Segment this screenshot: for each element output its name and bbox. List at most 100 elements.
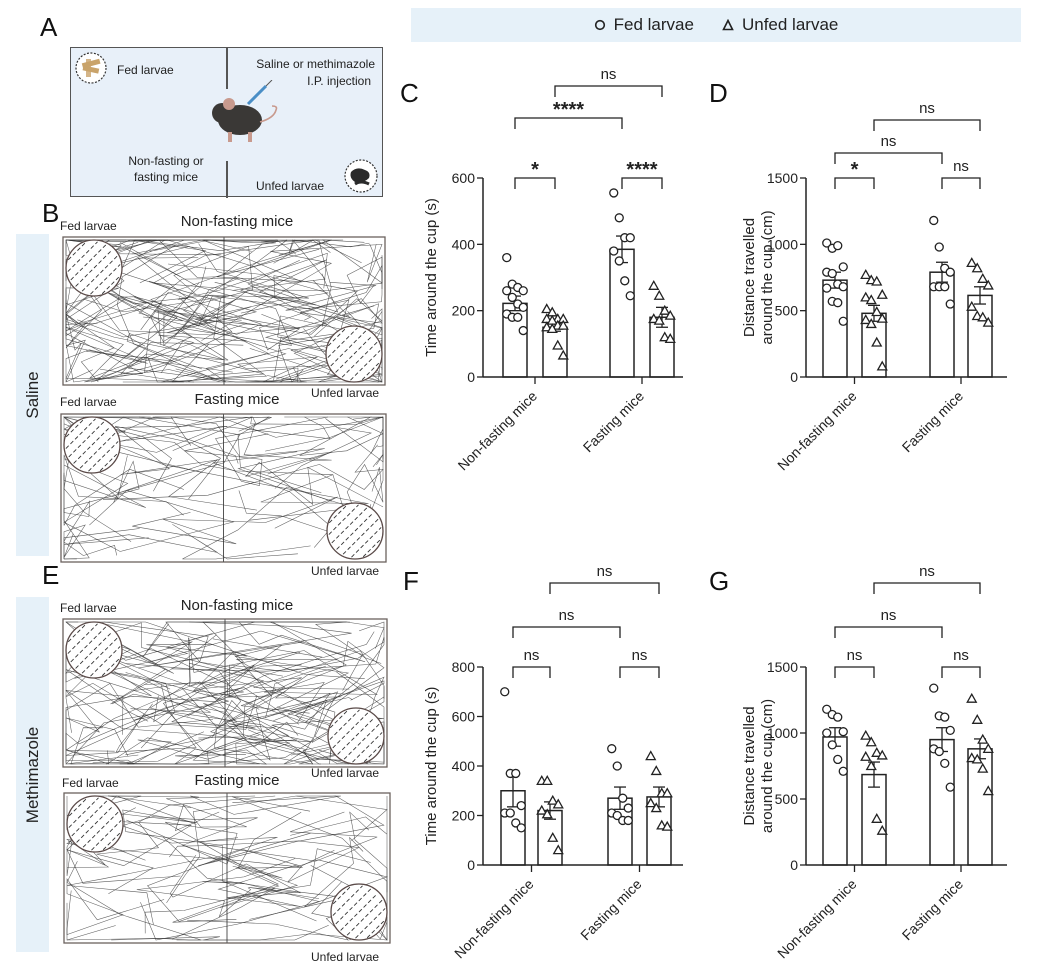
- data-point-unfed: [661, 820, 673, 831]
- arena-unfed-label: Unfed larvae: [311, 950, 380, 964]
- data-point-fed: [929, 683, 939, 693]
- data-point-unfed: [557, 349, 569, 360]
- schema-injection-label-2: I.P. injection: [307, 74, 371, 88]
- cup-hatch: [67, 623, 98, 654]
- data-point-unfed: [645, 797, 657, 808]
- arena-title: Fasting mice: [194, 772, 280, 789]
- data-point-fed: [507, 292, 517, 303]
- track-path: [84, 282, 200, 383]
- significance-label: ns: [601, 66, 617, 83]
- data-point-unfed: [536, 804, 548, 815]
- data-point-unfed: [966, 692, 978, 703]
- cup-hatch: [335, 888, 372, 925]
- cup-hatch: [91, 820, 122, 851]
- data-point-fed: [500, 687, 510, 697]
- track-path: [89, 239, 278, 252]
- track-path: [126, 659, 338, 728]
- track-path: [144, 812, 302, 934]
- data-point-unfed: [659, 304, 671, 315]
- track-path: [138, 273, 339, 335]
- data-point-fed: [833, 754, 843, 765]
- significance-bracket: [941, 177, 981, 189]
- track-path: [142, 621, 385, 658]
- track-path: [192, 697, 353, 765]
- schema-fed-label: Fed larvae: [117, 63, 174, 77]
- data-point-unfed: [977, 273, 989, 283]
- track-path: [188, 637, 378, 724]
- cup-hatch: [68, 797, 99, 828]
- track-path: [138, 621, 352, 669]
- arena-unfed-label: Unfed larvae: [311, 386, 380, 400]
- significance-bracket: [512, 626, 621, 638]
- significance-label: ****: [626, 159, 657, 181]
- data-point-fed: [838, 282, 848, 292]
- data-point-unfed: [982, 279, 994, 290]
- x-tick-label: Non-fasting mice: [455, 388, 541, 474]
- cup-hatch: [90, 646, 121, 677]
- schema-injection-label-1: Saline or methimazole: [256, 57, 375, 71]
- data-point-fed: [516, 800, 526, 811]
- track-path: [80, 629, 217, 705]
- track-path: [65, 690, 129, 757]
- track-path: [253, 650, 385, 743]
- cup-hatch: [352, 732, 383, 763]
- track-path: [65, 682, 258, 733]
- cup-hatch: [362, 538, 382, 558]
- y-axis-label: around the cup (cm): [759, 210, 776, 344]
- significance-bracket: [621, 177, 663, 189]
- significance-bracket: [514, 177, 556, 189]
- data-point-unfed: [664, 309, 676, 320]
- data-point-unfed: [546, 323, 558, 334]
- significance-label: ns: [919, 100, 935, 117]
- track-path: [296, 836, 388, 908]
- cup-hatch: [351, 527, 382, 558]
- cup-hatch: [101, 275, 121, 295]
- cup-hatch: [102, 831, 122, 851]
- y-axis-label: Distance travelled: [741, 706, 758, 825]
- significance-label: ns: [881, 133, 897, 150]
- track-path: [198, 832, 360, 883]
- data-point-fed: [822, 238, 832, 248]
- data-point-fed: [827, 740, 837, 750]
- cup-hatch: [67, 623, 87, 643]
- panel-letter-f: F: [403, 566, 419, 596]
- arena-2: [62, 618, 388, 768]
- data-point-unfed: [871, 306, 883, 317]
- data-point-unfed: [547, 794, 559, 805]
- cup-hatch: [76, 805, 114, 843]
- data-point-unfed: [664, 333, 676, 344]
- significance-label: ns: [953, 647, 969, 664]
- track-path: [66, 857, 303, 925]
- data-point-unfed: [977, 762, 989, 773]
- data-point-unfed: [645, 750, 657, 761]
- data-point-unfed: [653, 289, 665, 300]
- data-point-unfed: [971, 753, 983, 764]
- significance-label: ns: [919, 563, 935, 580]
- track-path: [163, 245, 253, 347]
- data-point-unfed: [552, 844, 564, 855]
- data-point-fed: [940, 712, 950, 722]
- track-path: [166, 795, 256, 832]
- arena-fed-label: Fed larvae: [62, 776, 119, 790]
- data-point-unfed: [876, 824, 888, 835]
- cup-hatch: [329, 709, 349, 729]
- track-path: [140, 292, 263, 335]
- mouse-icon: [212, 80, 278, 142]
- track-path: [66, 878, 165, 935]
- cup-hatch: [71, 800, 108, 837]
- fed-cup: [66, 795, 124, 853]
- data-point-unfed: [653, 314, 665, 325]
- data-point-unfed: [648, 279, 660, 290]
- data-point-fed: [838, 727, 848, 737]
- data-point-unfed: [982, 785, 994, 796]
- x-tick-label: Fasting mice: [899, 388, 967, 456]
- arena-0: [62, 236, 386, 386]
- x-tick-label: Fasting mice: [580, 388, 648, 456]
- fed-larvae-dish-icon: [75, 52, 107, 84]
- y-tick-label: 500: [775, 791, 799, 807]
- saline-band: Saline: [16, 234, 49, 556]
- significance-label: ns: [847, 647, 863, 664]
- track-path: [125, 700, 271, 758]
- data-point-fed: [625, 233, 635, 243]
